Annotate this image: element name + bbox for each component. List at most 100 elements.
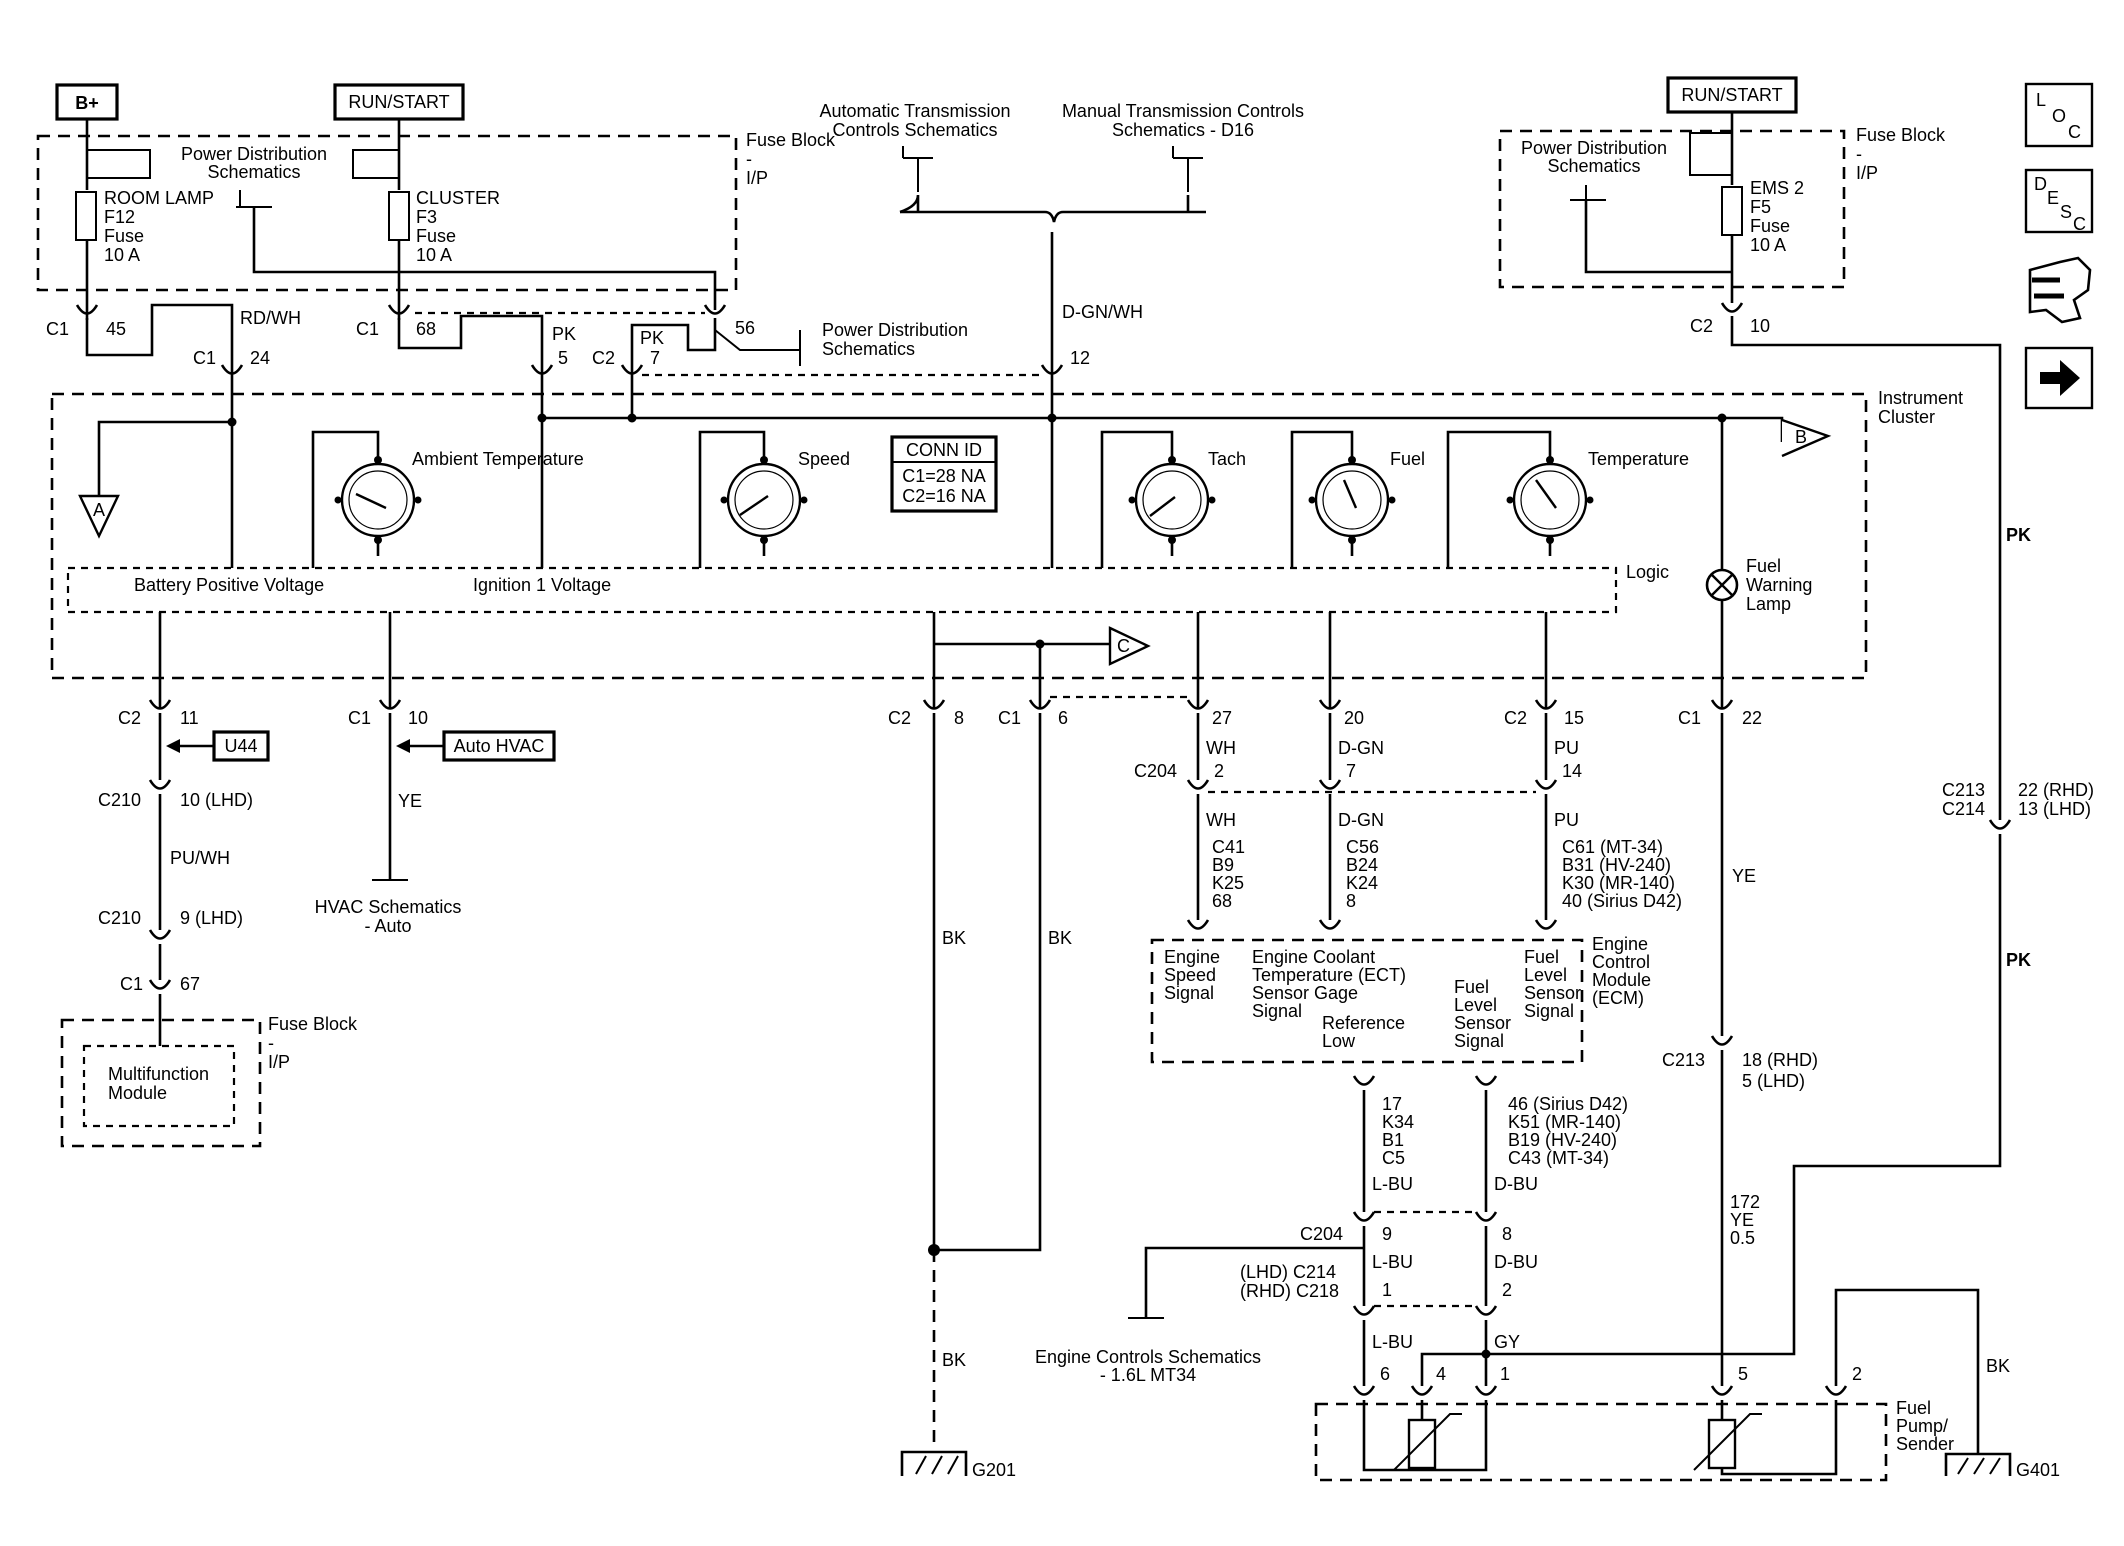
svg-text:C61 (MT-34)B31 (HV-240)K30 (MR: C61 (MT-34)B31 (HV-240)K30 (MR-140)40 (S… (1562, 837, 1682, 911)
logic-label: Logic (1626, 562, 1669, 582)
svg-text:C210: C210 (98, 790, 141, 810)
fuse-block-left-outline (36, 134, 738, 292)
svg-text:C1: C1 (356, 319, 379, 339)
option-u44: U44 (224, 736, 257, 756)
loc-button[interactable]: LOC (2024, 82, 2094, 148)
conn-id-title: CONN ID (906, 440, 982, 460)
fuse-block-right-label: Fuse Block-I/P (1856, 125, 1946, 183)
svg-text:C210: C210 (98, 908, 141, 928)
wire-rd-wh: RD/WH (240, 308, 301, 328)
svg-text:20: 20 (1344, 708, 1364, 728)
logic-box (66, 566, 1618, 614)
option-auto-hvac-box (442, 730, 556, 762)
svg-text:9 (LHD): 9 (LHD) (180, 908, 243, 928)
svg-text:15: 15 (1564, 708, 1584, 728)
svg-text:6: 6 (1058, 708, 1068, 728)
svg-text:C2: C2 (888, 708, 911, 728)
battery-source-label: B+ (75, 93, 99, 113)
option-auto-hvac: Auto HVAC (454, 736, 545, 756)
ground-g401-symbol (1944, 1452, 2012, 1476)
svg-text:5 (LHD): 5 (LHD) (1742, 1071, 1805, 1091)
svg-text:C2: C2 (1690, 316, 1713, 336)
fuse-ems2 (1721, 186, 1743, 236)
svg-text:PU: PU (1554, 810, 1579, 830)
svg-text:(LHD) C214: (LHD) C214 (1240, 1262, 1336, 1282)
gauge-tach (1128, 456, 1216, 544)
wire-pu-wh: PU/WH (170, 848, 230, 868)
svg-text:2: 2 (1852, 1364, 1862, 1384)
svg-text:10: 10 (408, 708, 428, 728)
svg-text:7: 7 (1346, 761, 1356, 781)
fuse-cluster (388, 191, 410, 241)
next-arrow-icon[interactable] (2024, 346, 2094, 410)
svg-text:D-GN: D-GN (1338, 738, 1384, 758)
wire-ye-fuel: YE (1732, 866, 1756, 886)
ref-hvac: HVAC Schematics- Auto (315, 897, 462, 936)
svg-text:C1: C1 (1678, 708, 1701, 728)
svg-text:11: 11 (180, 708, 199, 728)
wire-bk-g401: BK (1986, 1356, 2010, 1376)
tools-icon[interactable] (2028, 256, 2092, 324)
wire-pk-c2: PK (640, 328, 664, 348)
label-temperature: Temperature (1588, 449, 1689, 469)
svg-text:D-BU: D-BU (1494, 1174, 1538, 1194)
label-ambient: Ambient Temperature (412, 449, 584, 469)
wire-ye-hvac: YE (398, 791, 422, 811)
gauge-speed (720, 456, 808, 544)
svg-text:C213: C213 (1942, 780, 1985, 800)
wire-pk-lower: PK (2006, 950, 2031, 970)
svg-text:D-BU: D-BU (1494, 1252, 1538, 1272)
svg-text:L-BU: L-BU (1372, 1252, 1413, 1272)
fuel-level-sensor-2 (1707, 1418, 1737, 1470)
svg-text:DESC: DESC (2034, 174, 2086, 234)
svg-text:C1: C1 (193, 348, 216, 368)
fuse-block-left-label: Fuse Block-I/P (746, 130, 836, 188)
run-start-left-label: RUN/START (348, 92, 449, 112)
svg-text:10: 10 (1750, 316, 1770, 336)
run-start-right-label: RUN/START (1681, 85, 1782, 105)
fuse-block-right-outline (1498, 129, 1846, 289)
ground-g201-symbol (900, 1450, 968, 1476)
svg-text:45: 45 (106, 319, 126, 339)
svg-text:C2: C2 (118, 708, 141, 728)
wire-bk-2: BK (1048, 928, 1072, 948)
svg-text:GY: GY (1494, 1332, 1520, 1352)
wire-pk-upper: PK (2006, 525, 2031, 545)
label-speed: Speed (798, 449, 850, 469)
svg-text:C204: C204 (1300, 1224, 1343, 1244)
svg-text:13 (LHD): 13 (LHD) (2018, 799, 2091, 819)
svg-text:2: 2 (1502, 1280, 1512, 1300)
gauge-ambient (334, 456, 422, 544)
label-fuel: Fuel (1390, 449, 1425, 469)
svg-text:L-BU: L-BU (1372, 1174, 1413, 1194)
desc-button[interactable]: DESC (2024, 168, 2094, 234)
svg-text:C204: C204 (1134, 761, 1177, 781)
fuse-room-lamp (75, 191, 97, 241)
offpage-c: C (1117, 636, 1130, 656)
logic-ignition: Ignition 1 Voltage (473, 575, 611, 595)
fuel-level-sensor-1 (1407, 1418, 1437, 1470)
svg-text:LOC: LOC (2036, 90, 2081, 142)
svg-text:WH: WH (1206, 810, 1236, 830)
svg-text:C213: C213 (1662, 1050, 1705, 1070)
offpage-a: A (93, 500, 105, 520)
conn-id-box (890, 435, 998, 513)
wire-bk-1: BK (942, 928, 966, 948)
mfm-outline (82, 1044, 236, 1128)
svg-text:7: 7 (650, 348, 660, 368)
ground-g401: G401 (2016, 1460, 2060, 1480)
svg-text:14: 14 (1562, 761, 1582, 781)
